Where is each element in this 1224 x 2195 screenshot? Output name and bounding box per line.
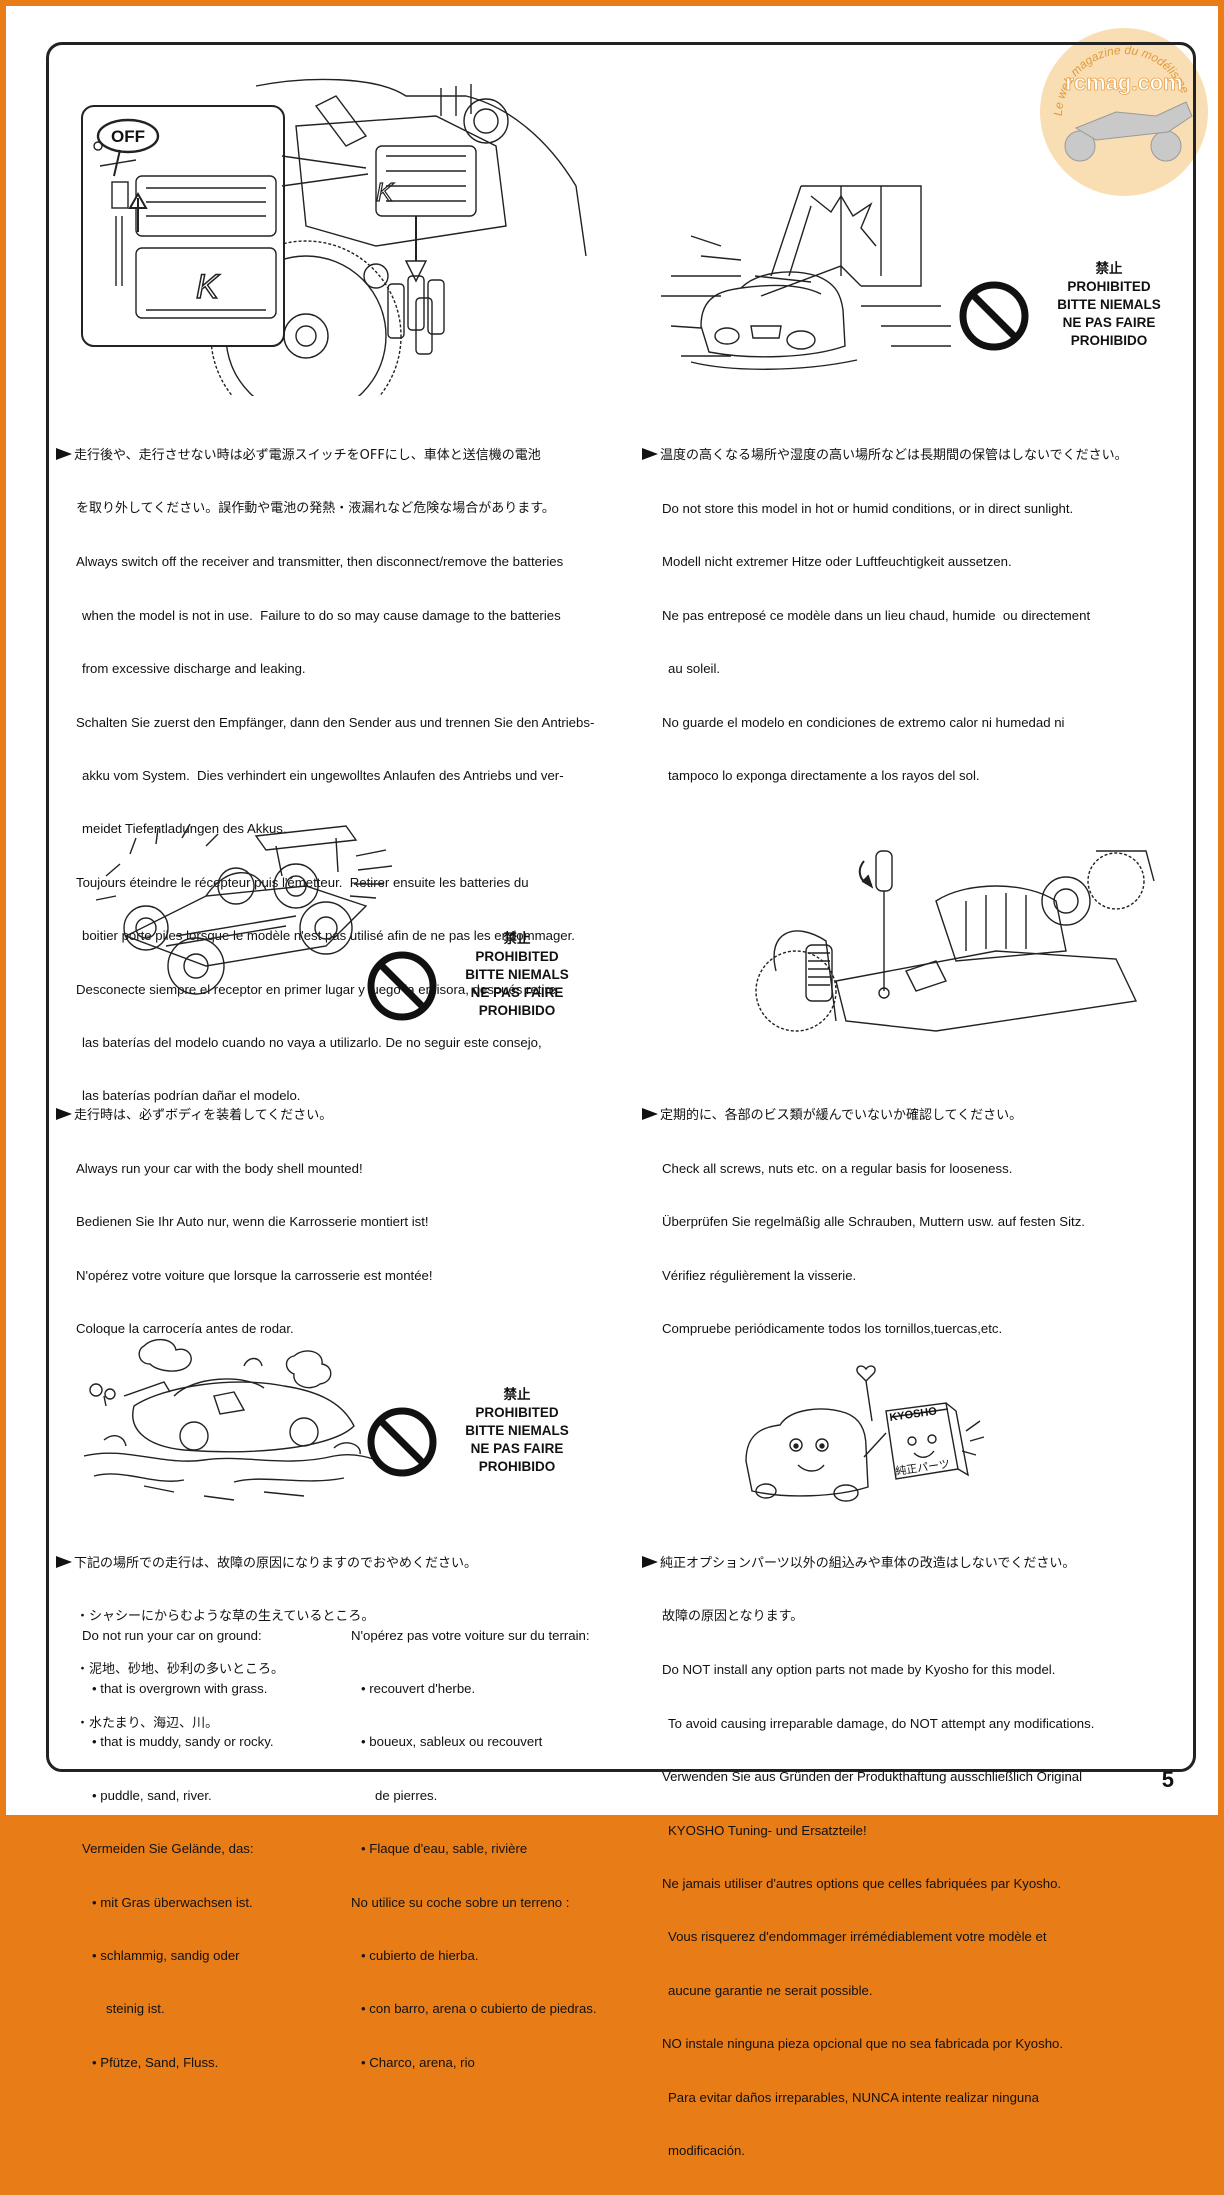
prohibited-es: PROHIBIDO — [478, 1459, 556, 1474]
prohibited-jp: 禁止 — [503, 1387, 531, 1402]
hot-humid-storage-illustration — [661, 185, 951, 370]
prohibited-jp: 禁止 — [503, 931, 531, 946]
prohibited-en: PROHIBITED — [1067, 279, 1151, 294]
bullet-arrow-icon — [642, 447, 658, 460]
prohibited-en: PROHIBITED — [475, 949, 559, 964]
prohibited-fr: NE PAS FAIRE — [470, 1441, 564, 1456]
page-number: 5 — [1161, 1767, 1174, 1792]
genuine-parts-illustration: KYOSHO 純正パーツ — [745, 1365, 985, 1502]
screwdriver-check-illustration — [755, 850, 1155, 1032]
prohibited-de: BITTE NIEMALS — [465, 1423, 569, 1438]
prohibited-en: PROHIBITED — [475, 1405, 559, 1420]
manual-page: Le web magazine du modélisme rcmag.com — [6, 6, 1218, 2158]
prohibited-fr: NE PAS FAIRE — [470, 985, 564, 1000]
muddy-ground-illustration — [84, 1339, 384, 1501]
prohibited-es: PROHIBIDO — [478, 1003, 556, 1018]
svg-text:rcmag.com: rcmag.com — [1065, 70, 1182, 95]
bullet-arrow-icon — [642, 1107, 658, 1120]
kyosho-k-logo-small: K — [376, 177, 395, 207]
prohibited-sign-3: 禁止 PROHIBITED BITTE NIEMALS NE PAS FAIRE… — [364, 1386, 594, 1496]
prohibited-de: BITTE NIEMALS — [465, 967, 569, 982]
section-battery-text: 走行後や、走行させない時は必ず電源スイッチをOFFにし、車体と送信機の電池 を取… — [56, 411, 594, 1141]
prohibited-icon — [959, 281, 1029, 351]
section-terrain-col-left: Do not run your car on ground: • that is… — [82, 1627, 274, 2070]
bullet-arrow-icon — [56, 1107, 72, 1120]
bullet-arrow-icon — [56, 447, 72, 460]
prohibited-sign-1: 禁止 PROHIBITED BITTE NIEMALS NE PAS FAIRE… — [956, 260, 1186, 370]
bullet-arrow-icon — [56, 1555, 72, 1568]
prohibited-es: PROHIBIDO — [1070, 333, 1148, 348]
bullet-arrow-icon — [642, 1555, 658, 1568]
car-without-body-illustration — [95, 823, 393, 995]
prohibited-icon — [367, 1407, 437, 1477]
section-terrain-col-right: N'opérez pas votre voiture sur du terrai… — [351, 1627, 597, 2070]
kyosho-k-logo: K — [196, 268, 220, 306]
section-storage-text: 温度の高くなる場所や湿度の高い場所などは長期間の保管はしないでください。 Do … — [642, 411, 1128, 820]
section-body-shell-text: 走行時は、必ずボディを装着してください。 Always run your car… — [56, 1071, 433, 1374]
switch-off-battery-illustration: OFF K K — [81, 78, 587, 396]
prohibited-jp: 禁止 — [1095, 261, 1123, 276]
rcmag-watermark-logo: Le web magazine du modélisme rcmag.com — [1040, 28, 1208, 196]
prohibited-sign-2: 禁止 PROHIBITED BITTE NIEMALS NE PAS FAIRE… — [364, 930, 594, 1040]
prohibited-de: BITTE NIEMALS — [1057, 297, 1161, 312]
section-screws-text: 定期的に、各部のビス類が緩んでいないか確認してください。 Check all s… — [642, 1071, 1085, 1374]
prohibited-fr: NE PAS FAIRE — [1062, 315, 1156, 330]
prohibited-icon — [367, 951, 437, 1021]
content-frame — [46, 42, 1196, 1772]
section-genuine-parts-text: 純正オプションパーツ以外の組込みや車体の改造はしないでください。 故障の原因とな… — [642, 1519, 1094, 2195]
section-terrain-text: 下記の場所での走行は、故障の原因になりますのでおやめください。 ・シャシーにから… — [56, 1519, 477, 1768]
off-label: OFF — [111, 127, 145, 146]
